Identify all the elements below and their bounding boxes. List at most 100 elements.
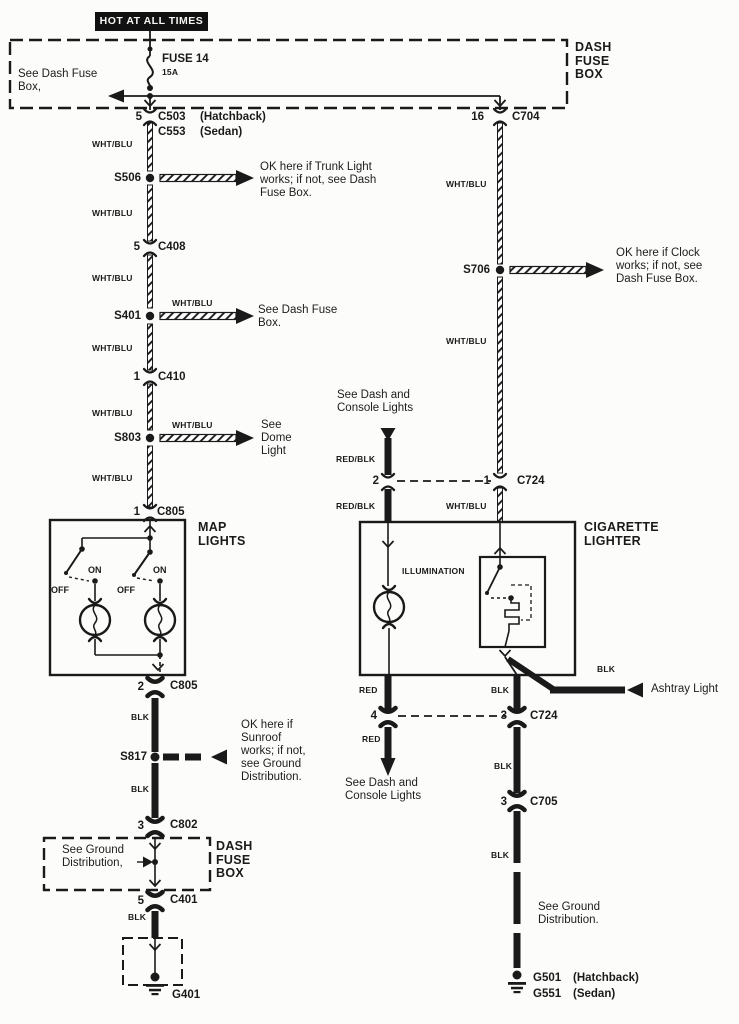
ashtray-light-label: Ashtray Light bbox=[651, 683, 719, 695]
wire-color-label: RED bbox=[359, 685, 378, 695]
c724-bottom-pin-right: 3 bbox=[500, 710, 507, 722]
cigarette-lighter-box bbox=[358, 520, 577, 677]
title-line: DASH bbox=[216, 839, 253, 853]
note-line: OK here if bbox=[241, 719, 293, 731]
wire-color-label: BLK bbox=[491, 685, 510, 695]
s401-note: See Dash Fuse Box. bbox=[258, 304, 337, 330]
g401-ground-icon bbox=[146, 972, 164, 996]
note-line: OK here if Trunk Light bbox=[260, 161, 372, 173]
s706-note: OK here if Clock works; if not, see Dash… bbox=[616, 247, 702, 286]
c401-label: C401 bbox=[170, 894, 198, 906]
c408-label: C408 bbox=[158, 241, 186, 253]
note-line: Distribution, bbox=[62, 857, 123, 869]
s506-arrow-icon bbox=[159, 169, 255, 187]
wire-color-label: WHT/BLU bbox=[446, 179, 487, 189]
s506-label: S506 bbox=[114, 172, 141, 184]
splice-s706-dot bbox=[495, 265, 505, 275]
c805-in-pin: 1 bbox=[133, 506, 140, 518]
dash-fuse-box-bottom-title: DASH FUSE BOX bbox=[216, 839, 253, 881]
title-line: FUSE bbox=[575, 53, 610, 68]
down-arrow-icon bbox=[380, 758, 396, 776]
g501-label: G501 bbox=[533, 972, 562, 984]
c410-pin: 1 bbox=[133, 371, 140, 383]
connector-c705-icon bbox=[510, 792, 525, 810]
note-line: See Ground bbox=[538, 901, 601, 913]
wire-color-label: RED/BLK bbox=[336, 454, 376, 464]
dash-console-feed bbox=[380, 428, 396, 475]
s506-note: OK here if Trunk Light works; if not, se… bbox=[260, 161, 376, 200]
note-line: See Dash and bbox=[345, 777, 418, 789]
down-arrow-icon bbox=[380, 428, 396, 441]
s817-arrow-icon bbox=[163, 749, 227, 765]
c503-pin: 5 bbox=[135, 111, 142, 123]
connector-c724-pin1-icon bbox=[492, 472, 508, 492]
note-line: Box. bbox=[258, 317, 282, 329]
wire-color-label: BLK bbox=[131, 784, 150, 794]
note-line: See Dash and bbox=[337, 389, 410, 401]
c802-label: C802 bbox=[170, 819, 198, 831]
wire-color-label: BLK bbox=[128, 912, 147, 922]
note-line: See Ground bbox=[62, 844, 125, 856]
s706-label: S706 bbox=[463, 264, 490, 276]
connector-c724-pin2-icon bbox=[380, 472, 396, 492]
fuse-name: FUSE 14 bbox=[162, 53, 209, 65]
splice-s817-dot bbox=[150, 752, 160, 762]
note-line: Dome bbox=[261, 432, 292, 444]
c724-top-label: C724 bbox=[517, 475, 545, 487]
connector-c805-out-icon bbox=[148, 678, 163, 696]
dash-console-out bbox=[380, 727, 396, 776]
c805-in-label: C805 bbox=[157, 506, 185, 518]
s401-arrow-icon bbox=[159, 307, 255, 325]
splice-s803-dot bbox=[145, 433, 155, 443]
g551-variant: (Sedan) bbox=[573, 988, 616, 1000]
wire-color-label: WHT/BLU bbox=[92, 473, 133, 483]
c410-label: C410 bbox=[158, 371, 186, 383]
top-note: See Dash Fuse Box, bbox=[18, 68, 97, 94]
illumination-label: ILLUMINATION bbox=[402, 566, 465, 576]
map-light-switch-left-icon bbox=[64, 546, 98, 584]
dash-fuse-box-top-outline bbox=[8, 38, 569, 110]
connector-c401-icon bbox=[148, 892, 163, 910]
c805-out-pin: 2 bbox=[137, 681, 144, 693]
note-line: See bbox=[261, 419, 282, 431]
title-line: FUSE bbox=[216, 852, 251, 867]
s401-arrow-wire-label: WHT/BLU bbox=[172, 298, 213, 308]
g551-label: G551 bbox=[533, 988, 562, 1000]
wire-color-label: RED/BLK bbox=[336, 501, 376, 511]
title-line: MAP bbox=[198, 520, 227, 534]
wire-color-label: RED bbox=[362, 734, 381, 744]
illumination-bulb-icon bbox=[372, 584, 406, 630]
note-line: works; if not, bbox=[241, 745, 306, 757]
c724-top-pin-left: 2 bbox=[372, 475, 379, 487]
s803-label: S803 bbox=[114, 432, 141, 444]
g401-label: G401 bbox=[172, 989, 201, 1001]
connector-c802-icon bbox=[148, 818, 163, 836]
note-line: Console Lights bbox=[345, 790, 422, 802]
dash-console-note-bottom: See Dash and Console Lights bbox=[345, 777, 421, 803]
map-lights-title: MAP LIGHTS bbox=[198, 520, 246, 548]
s401-label: S401 bbox=[114, 310, 141, 322]
c705-label: C705 bbox=[530, 796, 558, 808]
g501-ground-icon bbox=[508, 970, 526, 994]
wire-color-label: WHT/BLU bbox=[92, 139, 133, 149]
wire-color-label: WHT/BLU bbox=[92, 208, 133, 218]
lighter-element-icon bbox=[478, 555, 547, 649]
title-line: DASH bbox=[575, 40, 612, 54]
wire-color-label: BLK bbox=[494, 761, 513, 771]
g501-variant: (Hatchback) bbox=[573, 972, 639, 984]
s817-note: OK here if Sunroof works; if not, see Gr… bbox=[241, 719, 306, 784]
wire-color-label: WHT/BLU bbox=[92, 408, 133, 418]
c724-top-pin-right: 1 bbox=[483, 475, 490, 487]
switch-on-label: ON bbox=[153, 565, 167, 575]
splice-s401-dot bbox=[145, 311, 155, 321]
dash-fuse-box-bottom-outline bbox=[42, 836, 212, 892]
fuse-icon bbox=[146, 55, 154, 89]
c704-label: C704 bbox=[512, 111, 540, 123]
ashtray-branch bbox=[506, 656, 643, 698]
g401-ground-box bbox=[122, 937, 183, 996]
c805-out-label: C805 bbox=[170, 680, 198, 692]
map-light-switch-right-icon bbox=[132, 549, 163, 584]
note-line: See Dash Fuse bbox=[258, 304, 338, 316]
